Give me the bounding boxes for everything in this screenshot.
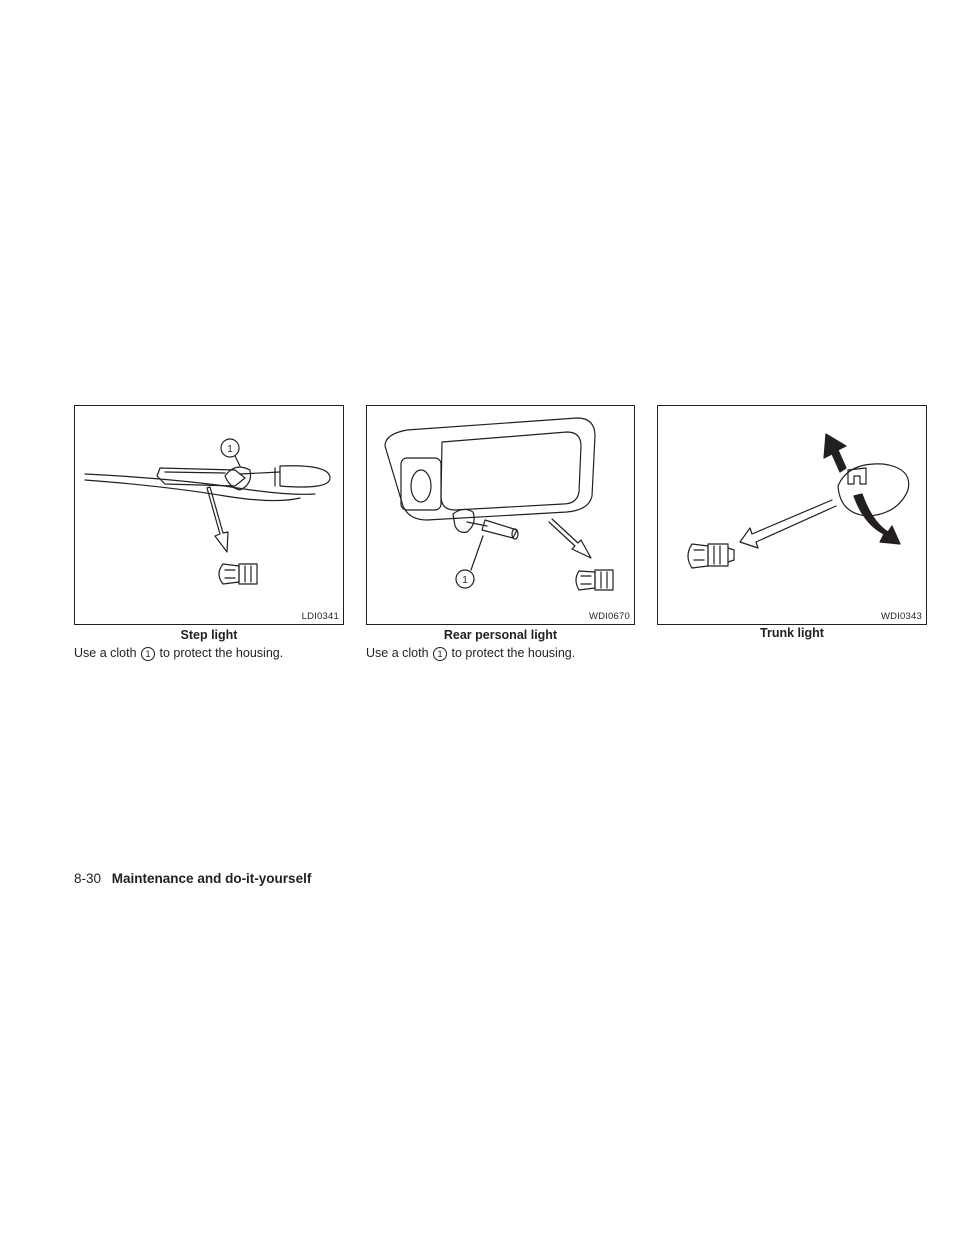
step-light-figure: 1 LDI0341 bbox=[74, 405, 344, 625]
rear-personal-light-illustration: 1 bbox=[384, 417, 614, 591]
trunk-light-caption: Trunk light bbox=[760, 626, 824, 640]
step-light-callout: 1 bbox=[227, 444, 233, 455]
section-title: Maintenance and do-it-yourself bbox=[111, 871, 312, 886]
step-light-illustration: 1 bbox=[84, 438, 331, 585]
page-number: 8-30 bbox=[74, 871, 102, 886]
step-light-note-after: to protect the housing. bbox=[159, 646, 284, 660]
rear-personal-light-caption: Rear personal light bbox=[443, 628, 558, 642]
trunk-light-figure: WDI0343 bbox=[657, 405, 927, 625]
step-light-note-marker: 1 bbox=[141, 647, 156, 661]
step-light-note: Use a cloth 1 to protect the housing. bbox=[74, 646, 283, 661]
rear-personal-light-figure: 1 WDI0670 bbox=[366, 405, 635, 625]
step-light-note-before: Use a cloth bbox=[74, 646, 137, 660]
rear-personal-light-figure-code: WDI0670 bbox=[588, 611, 630, 622]
step-light-caption: Step light bbox=[180, 628, 238, 642]
trunk-light-illustration bbox=[687, 433, 910, 569]
rear-personal-light-note: Use a cloth 1 to protect the housing. bbox=[366, 646, 575, 661]
rear-personal-light-note-before: Use a cloth bbox=[366, 646, 429, 660]
trunk-light-figure-code: WDI0343 bbox=[880, 611, 922, 622]
rear-personal-light-callout: 1 bbox=[462, 575, 468, 586]
step-light-figure-code: LDI0341 bbox=[301, 611, 339, 622]
rear-personal-light-note-after: to protect the housing. bbox=[451, 646, 576, 660]
page-footer: 8-30 Maintenance and do-it-yourself bbox=[74, 871, 311, 886]
rear-personal-light-note-marker: 1 bbox=[433, 647, 448, 661]
